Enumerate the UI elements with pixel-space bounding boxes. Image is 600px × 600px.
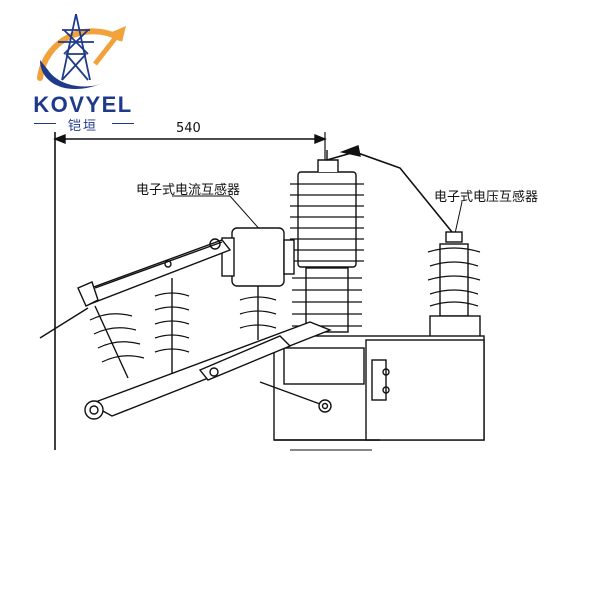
left-insulator xyxy=(89,305,145,379)
central-insulator xyxy=(290,145,453,333)
operating-lever xyxy=(84,321,332,420)
voltage-transformer xyxy=(427,231,481,343)
transmission-tower-arrow-icon xyxy=(37,13,126,90)
dimension-line xyxy=(53,132,327,450)
logo-subtitle: 铠垣 xyxy=(67,119,98,134)
disconnect-arm xyxy=(39,238,232,339)
dimension-label: 540 xyxy=(176,121,201,136)
logo-wordmark: KOVYEL xyxy=(33,92,133,117)
logo-rule-right xyxy=(112,123,134,124)
current-transformer-label: 电子式电流互感器 xyxy=(136,183,241,198)
voltage-transformer-label: 电子式电压互感器 xyxy=(434,190,539,205)
middle-insulator xyxy=(154,278,190,376)
current-transformer xyxy=(221,227,295,340)
breaker-body xyxy=(273,335,485,451)
logo-rule-left xyxy=(34,123,56,124)
